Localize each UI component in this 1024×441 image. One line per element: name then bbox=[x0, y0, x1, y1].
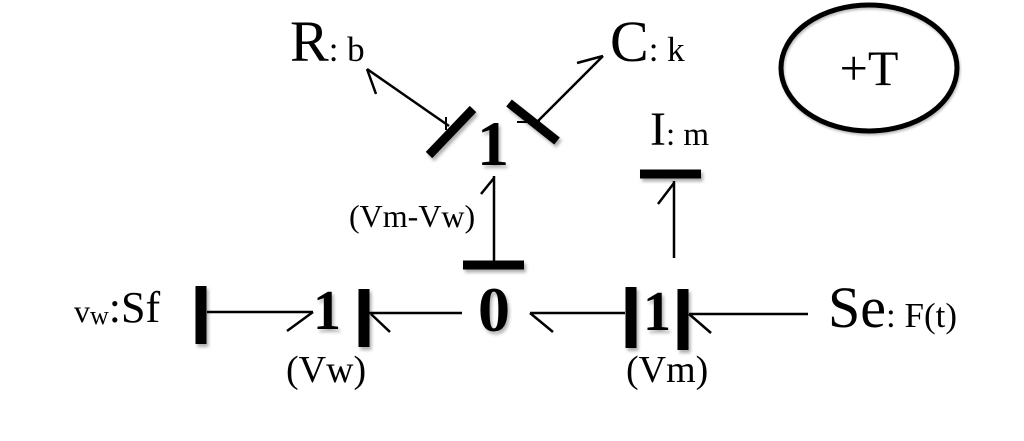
wall-velocity-label: (Vw) bbox=[286, 349, 367, 391]
resistor-symbol: R bbox=[290, 9, 329, 74]
causal-stroke-c bbox=[506, 99, 560, 145]
junction-1-right: 1 bbox=[643, 281, 671, 343]
effort-source-label: Se: F(t) bbox=[828, 279, 957, 337]
bond-se-half-arrow bbox=[688, 313, 712, 334]
bond-sf-half-arrow bbox=[286, 310, 314, 333]
bond-lines bbox=[207, 54, 808, 334]
capacitor-symbol: C bbox=[610, 9, 649, 74]
effort-source-parameter: : F(t) bbox=[886, 296, 957, 335]
relative-velocity-label: (Vm-Vw) bbox=[349, 198, 476, 234]
bond-r-half-arrow bbox=[365, 68, 378, 95]
causal-stroke-r bbox=[425, 105, 477, 159]
flow-source-variable-subscript: w bbox=[90, 301, 109, 330]
bond-i-half-arrow bbox=[657, 182, 675, 205]
inertia-parameter: : m bbox=[665, 117, 710, 153]
inertia-label: I: m bbox=[650, 106, 709, 154]
mass-velocity-label: (Vm) bbox=[626, 349, 709, 391]
resistor-parameter: : b bbox=[328, 30, 365, 69]
bond-r-line bbox=[366, 67, 450, 128]
bond-zero-left-half-arrow bbox=[370, 313, 391, 333]
junction-0-center: 0 bbox=[478, 274, 510, 345]
bond-c-half-arrow bbox=[576, 54, 604, 65]
capacitor-parameter: : k bbox=[648, 30, 685, 69]
effort-source-symbol: Se bbox=[828, 275, 886, 340]
capacitor-label: C: k bbox=[610, 13, 685, 71]
torque-annotation-text: +T bbox=[839, 40, 899, 96]
resistor-label: R: b bbox=[290, 13, 365, 71]
junction-1-top: 1 bbox=[477, 108, 509, 179]
flow-source-variable: v bbox=[74, 293, 90, 329]
bond-zero-to-one-half-arrow bbox=[480, 177, 495, 195]
torque-annotation-ellipse bbox=[778, 2, 960, 134]
bond-c-line bbox=[535, 55, 604, 124]
inertia-symbol: I bbox=[650, 103, 666, 156]
bond-zero-right-half-arrow bbox=[529, 312, 554, 333]
flow-source-symbol: :Sf bbox=[108, 283, 161, 332]
junction-1-left: 1 bbox=[313, 280, 341, 342]
flow-source-label: vw:Sf bbox=[74, 286, 160, 330]
causal-strokes bbox=[195, 99, 701, 350]
